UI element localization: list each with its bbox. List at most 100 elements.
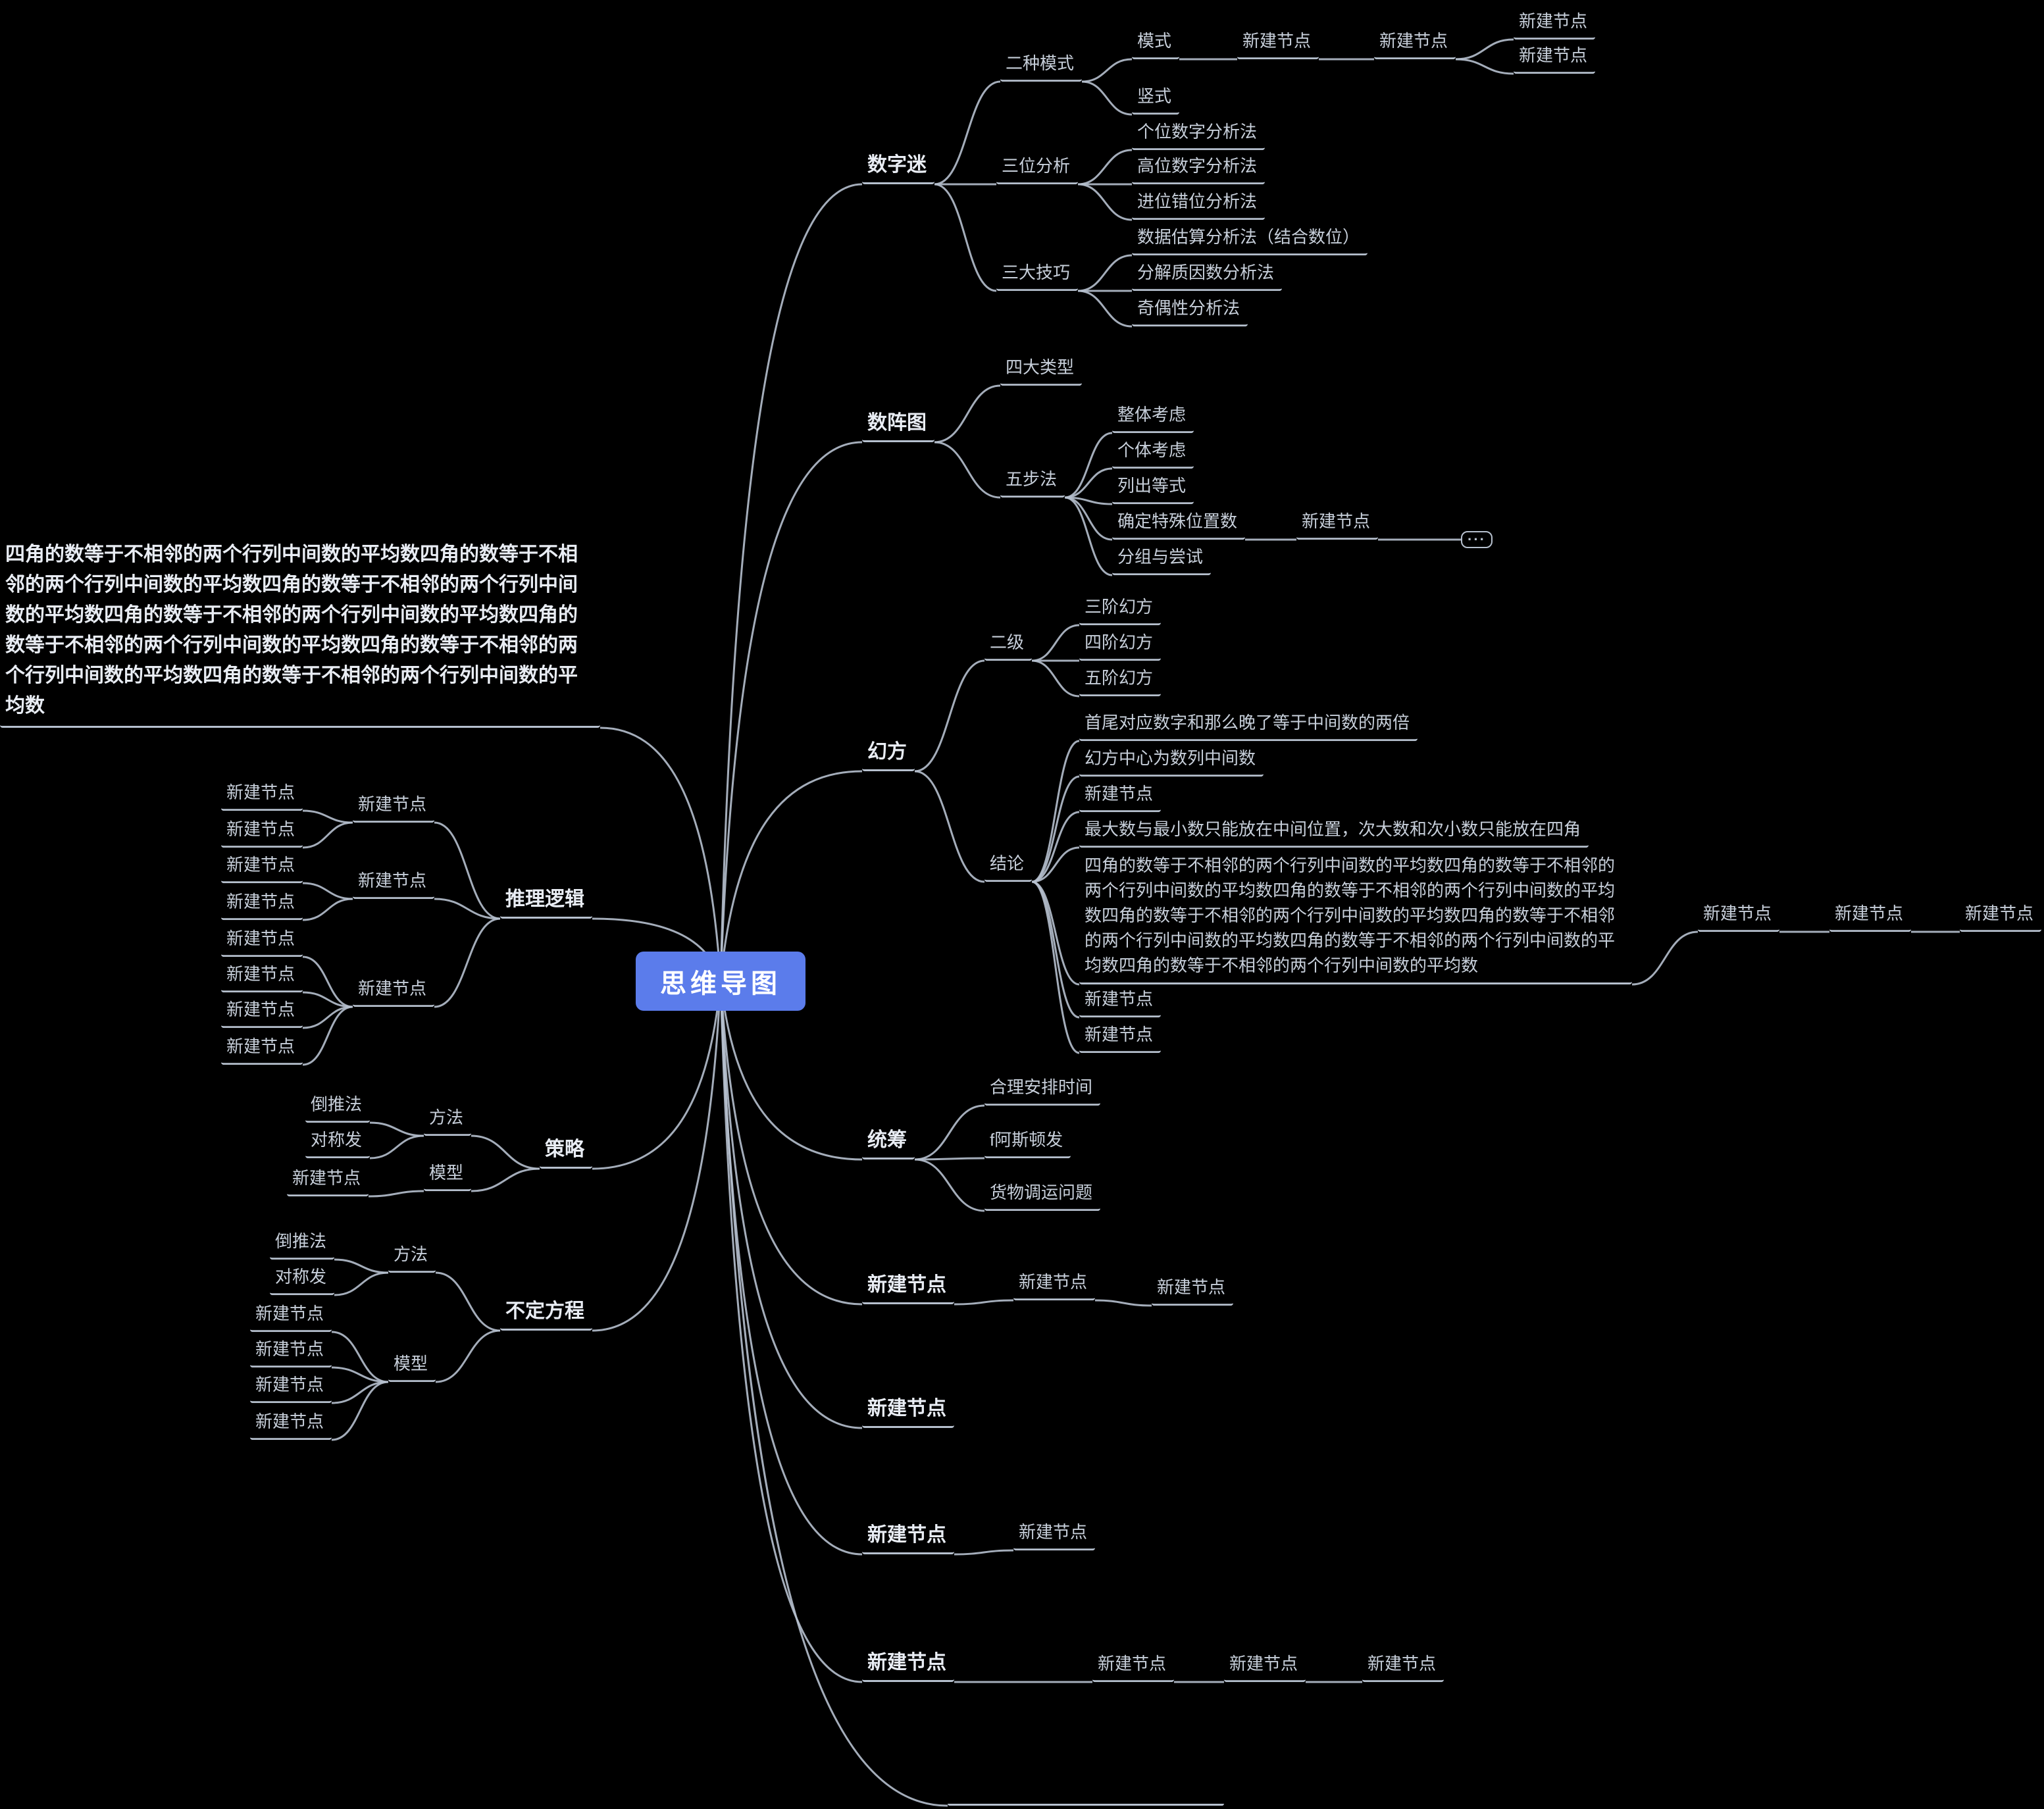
mindmap-node[interactable]: 高位数字分析法 <box>1132 152 1265 184</box>
branch-new-node-3[interactable]: 新建节点 <box>862 1519 954 1554</box>
mindmap-node[interactable]: 首尾对应数字和那么晚了等于中间数的两倍 <box>1079 709 1418 741</box>
mindmap-node[interactable]: 新建节点 <box>221 815 303 848</box>
corner-average-paragraph-left[interactable]: 四角的数等于不相邻的两个行列中间数的平均数四角的数等于不相邻的两个行列中间数的平… <box>0 536 600 728</box>
mindmap-node[interactable]: 方法 <box>424 1104 472 1136</box>
mindmap-node[interactable]: 新建节点 <box>250 1335 332 1367</box>
mindmap-node[interactable]: 新建节点 <box>1079 985 1162 1017</box>
connector <box>471 1134 540 1170</box>
mindmap-node[interactable]: 四大类型 <box>1000 353 1083 386</box>
branch-indeterminate-equation[interactable]: 不定方程 <box>500 1295 592 1331</box>
connector <box>600 726 722 982</box>
connector <box>1631 930 1699 986</box>
mindmap-node[interactable]: 模式 <box>1132 27 1180 59</box>
mindmap-node[interactable]: 新建节点 <box>1362 1650 1444 1682</box>
branch-strategy[interactable]: 策略 <box>540 1133 592 1169</box>
mindmap-node[interactable]: 个体考虑 <box>1112 436 1194 469</box>
mindmap-node[interactable]: 三位分析 <box>996 152 1079 184</box>
corner-average-paragraph-right[interactable]: 四角的数等于不相邻的两个行列中间数的平均数四角的数等于不相邻的两个行列中间数的平… <box>1079 850 1632 984</box>
connector <box>1064 496 1113 576</box>
mindmap-node[interactable]: 进位错位分析法 <box>1132 188 1265 220</box>
mindmap-node[interactable]: 新建节点 <box>250 1371 332 1403</box>
collapsed-children-indicator[interactable]: ··· <box>1461 531 1493 548</box>
mindmap-node[interactable]: 四阶幻方 <box>1079 628 1162 661</box>
mindmap-node[interactable]: 五阶幻方 <box>1079 664 1162 696</box>
mindmap-node[interactable]: 新建节点 <box>221 888 303 920</box>
mindmap-node[interactable]: 三阶幻方 <box>1079 593 1162 625</box>
mindmap-node[interactable]: 新建节点 <box>1013 1268 1096 1300</box>
connector <box>302 809 353 824</box>
mindmap-node[interactable]: 新建节点 <box>353 790 435 823</box>
mindmap-node[interactable]: 新建节点 <box>353 975 435 1007</box>
mindmap-node[interactable]: 五步法 <box>1000 465 1065 497</box>
mindmap-node[interactable]: 新建节点 <box>1514 41 1596 74</box>
mindmap-node[interactable]: 最大数与最小数只能放在中间位置，次大数和次小数只能放在四角 <box>1079 815 1589 848</box>
mindmap-node[interactable]: 新建节点 <box>1960 900 2042 932</box>
mindmap-node[interactable]: 确定特殊位置数 <box>1112 507 1246 540</box>
branch-number-array[interactable]: 数阵图 <box>862 407 934 442</box>
mindmap-node[interactable]: 分组与尝试 <box>1112 543 1212 575</box>
mindmap-node[interactable]: 个位数字分析法 <box>1132 118 1265 150</box>
mindmap-node[interactable]: 新建节点 <box>1374 27 1456 59</box>
mindmap-node[interactable]: 新建节点 <box>221 925 303 957</box>
connector <box>1455 38 1514 61</box>
mindmap-node[interactable]: 竖式 <box>1132 82 1180 115</box>
branch-new-node-2[interactable]: 新建节点 <box>862 1392 954 1428</box>
mindmap-node[interactable]: 列出等式 <box>1112 472 1194 504</box>
mindmap-node[interactable]: 货物调运问题 <box>984 1179 1101 1211</box>
mindmap-node[interactable]: 新建节点 <box>221 851 303 883</box>
mindmap-node[interactable]: 模型 <box>388 1350 436 1382</box>
branch-new-node-4[interactable]: 新建节点 <box>862 1646 954 1682</box>
connector <box>331 1381 389 1404</box>
mindmap-node[interactable]: 新建节点 <box>1152 1273 1234 1306</box>
mindmap-node[interactable]: 模型 <box>424 1159 472 1191</box>
mindmap-node[interactable]: 新建节点 <box>250 1408 332 1440</box>
mindmap-node[interactable]: f阿斯顿发 <box>984 1126 1071 1158</box>
mindmap-node[interactable]: 新建节点 <box>221 996 303 1028</box>
mindmap-node[interactable]: 新建节点 <box>1092 1650 1175 1682</box>
mindmap-node[interactable]: 倒推法 <box>270 1227 335 1260</box>
mindmap-node[interactable]: 新建节点 <box>1296 507 1379 540</box>
mindmap-node[interactable]: 结论 <box>984 850 1033 882</box>
connector <box>334 1271 389 1296</box>
mindmap-node[interactable]: 三大技巧 <box>996 259 1079 291</box>
mindmap-node[interactable]: 对称发 <box>270 1263 335 1295</box>
central-topic[interactable]: 思维导图 <box>636 952 805 1011</box>
mindmap-node[interactable]: 新建节点 <box>287 1164 369 1196</box>
mindmap-node[interactable]: 数据估算分析法（结合数位） <box>1132 223 1368 255</box>
mindmap-node[interactable]: 分解质因数分析法 <box>1132 259 1283 291</box>
mindmap-node[interactable]: 新建节点 <box>1698 900 1780 932</box>
mindmap-node[interactable]: 新建节点 <box>1224 1650 1306 1682</box>
mindmap-node[interactable]: 二种模式 <box>1000 49 1083 82</box>
mindmap-node[interactable]: 方法 <box>388 1240 436 1273</box>
mindmap-node[interactable]: 幻方中心为数列中间数 <box>1079 744 1264 777</box>
branch-number-puzzle[interactable]: 数字迷 <box>862 149 934 184</box>
connector <box>369 1134 424 1159</box>
branch-magic-square[interactable]: 幻方 <box>862 736 915 771</box>
connector <box>1031 811 1080 883</box>
mindmap-node[interactable]: 对称发 <box>305 1126 370 1158</box>
mindmap-node[interactable]: 新建节点 <box>250 1300 332 1332</box>
mindmap-node[interactable]: 新建节点 <box>1013 1518 1096 1550</box>
branch-logic-reasoning[interactable]: 推理逻辑 <box>500 883 592 919</box>
branch-overall-planning[interactable]: 统筹 <box>862 1124 915 1159</box>
mindmap-node[interactable]: 奇偶性分析法 <box>1132 294 1248 326</box>
connector <box>1081 80 1133 116</box>
mindmap-node[interactable]: 新建节点 <box>1079 1021 1162 1053</box>
connector <box>434 898 501 920</box>
connector <box>592 981 722 1332</box>
mindmap-node[interactable]: 新建节点 <box>221 1032 303 1065</box>
mindmap-node[interactable]: 新建节点 <box>1237 27 1319 59</box>
mindmap-node[interactable]: 新建节点 <box>1514 7 1596 39</box>
mindmap-node[interactable]: 合理安排时间 <box>984 1073 1101 1106</box>
connector <box>934 384 1001 444</box>
branch-new-node-1[interactable]: 新建节点 <box>862 1269 954 1304</box>
mindmap-node[interactable]: 倒推法 <box>305 1090 370 1123</box>
mindmap-node[interactable]: 新建节点 <box>221 778 303 811</box>
mindmap-node[interactable]: 新建节点 <box>1079 780 1162 812</box>
mindmap-node[interactable]: 新建节点 <box>1829 900 1912 932</box>
mindmap-node[interactable]: 整体考虑 <box>1112 401 1194 433</box>
mindmap-node[interactable]: 二级 <box>984 628 1033 661</box>
mindmap-node[interactable]: 新建节点 <box>353 867 435 899</box>
mindmap-node[interactable]: 新建节点 <box>221 960 303 992</box>
